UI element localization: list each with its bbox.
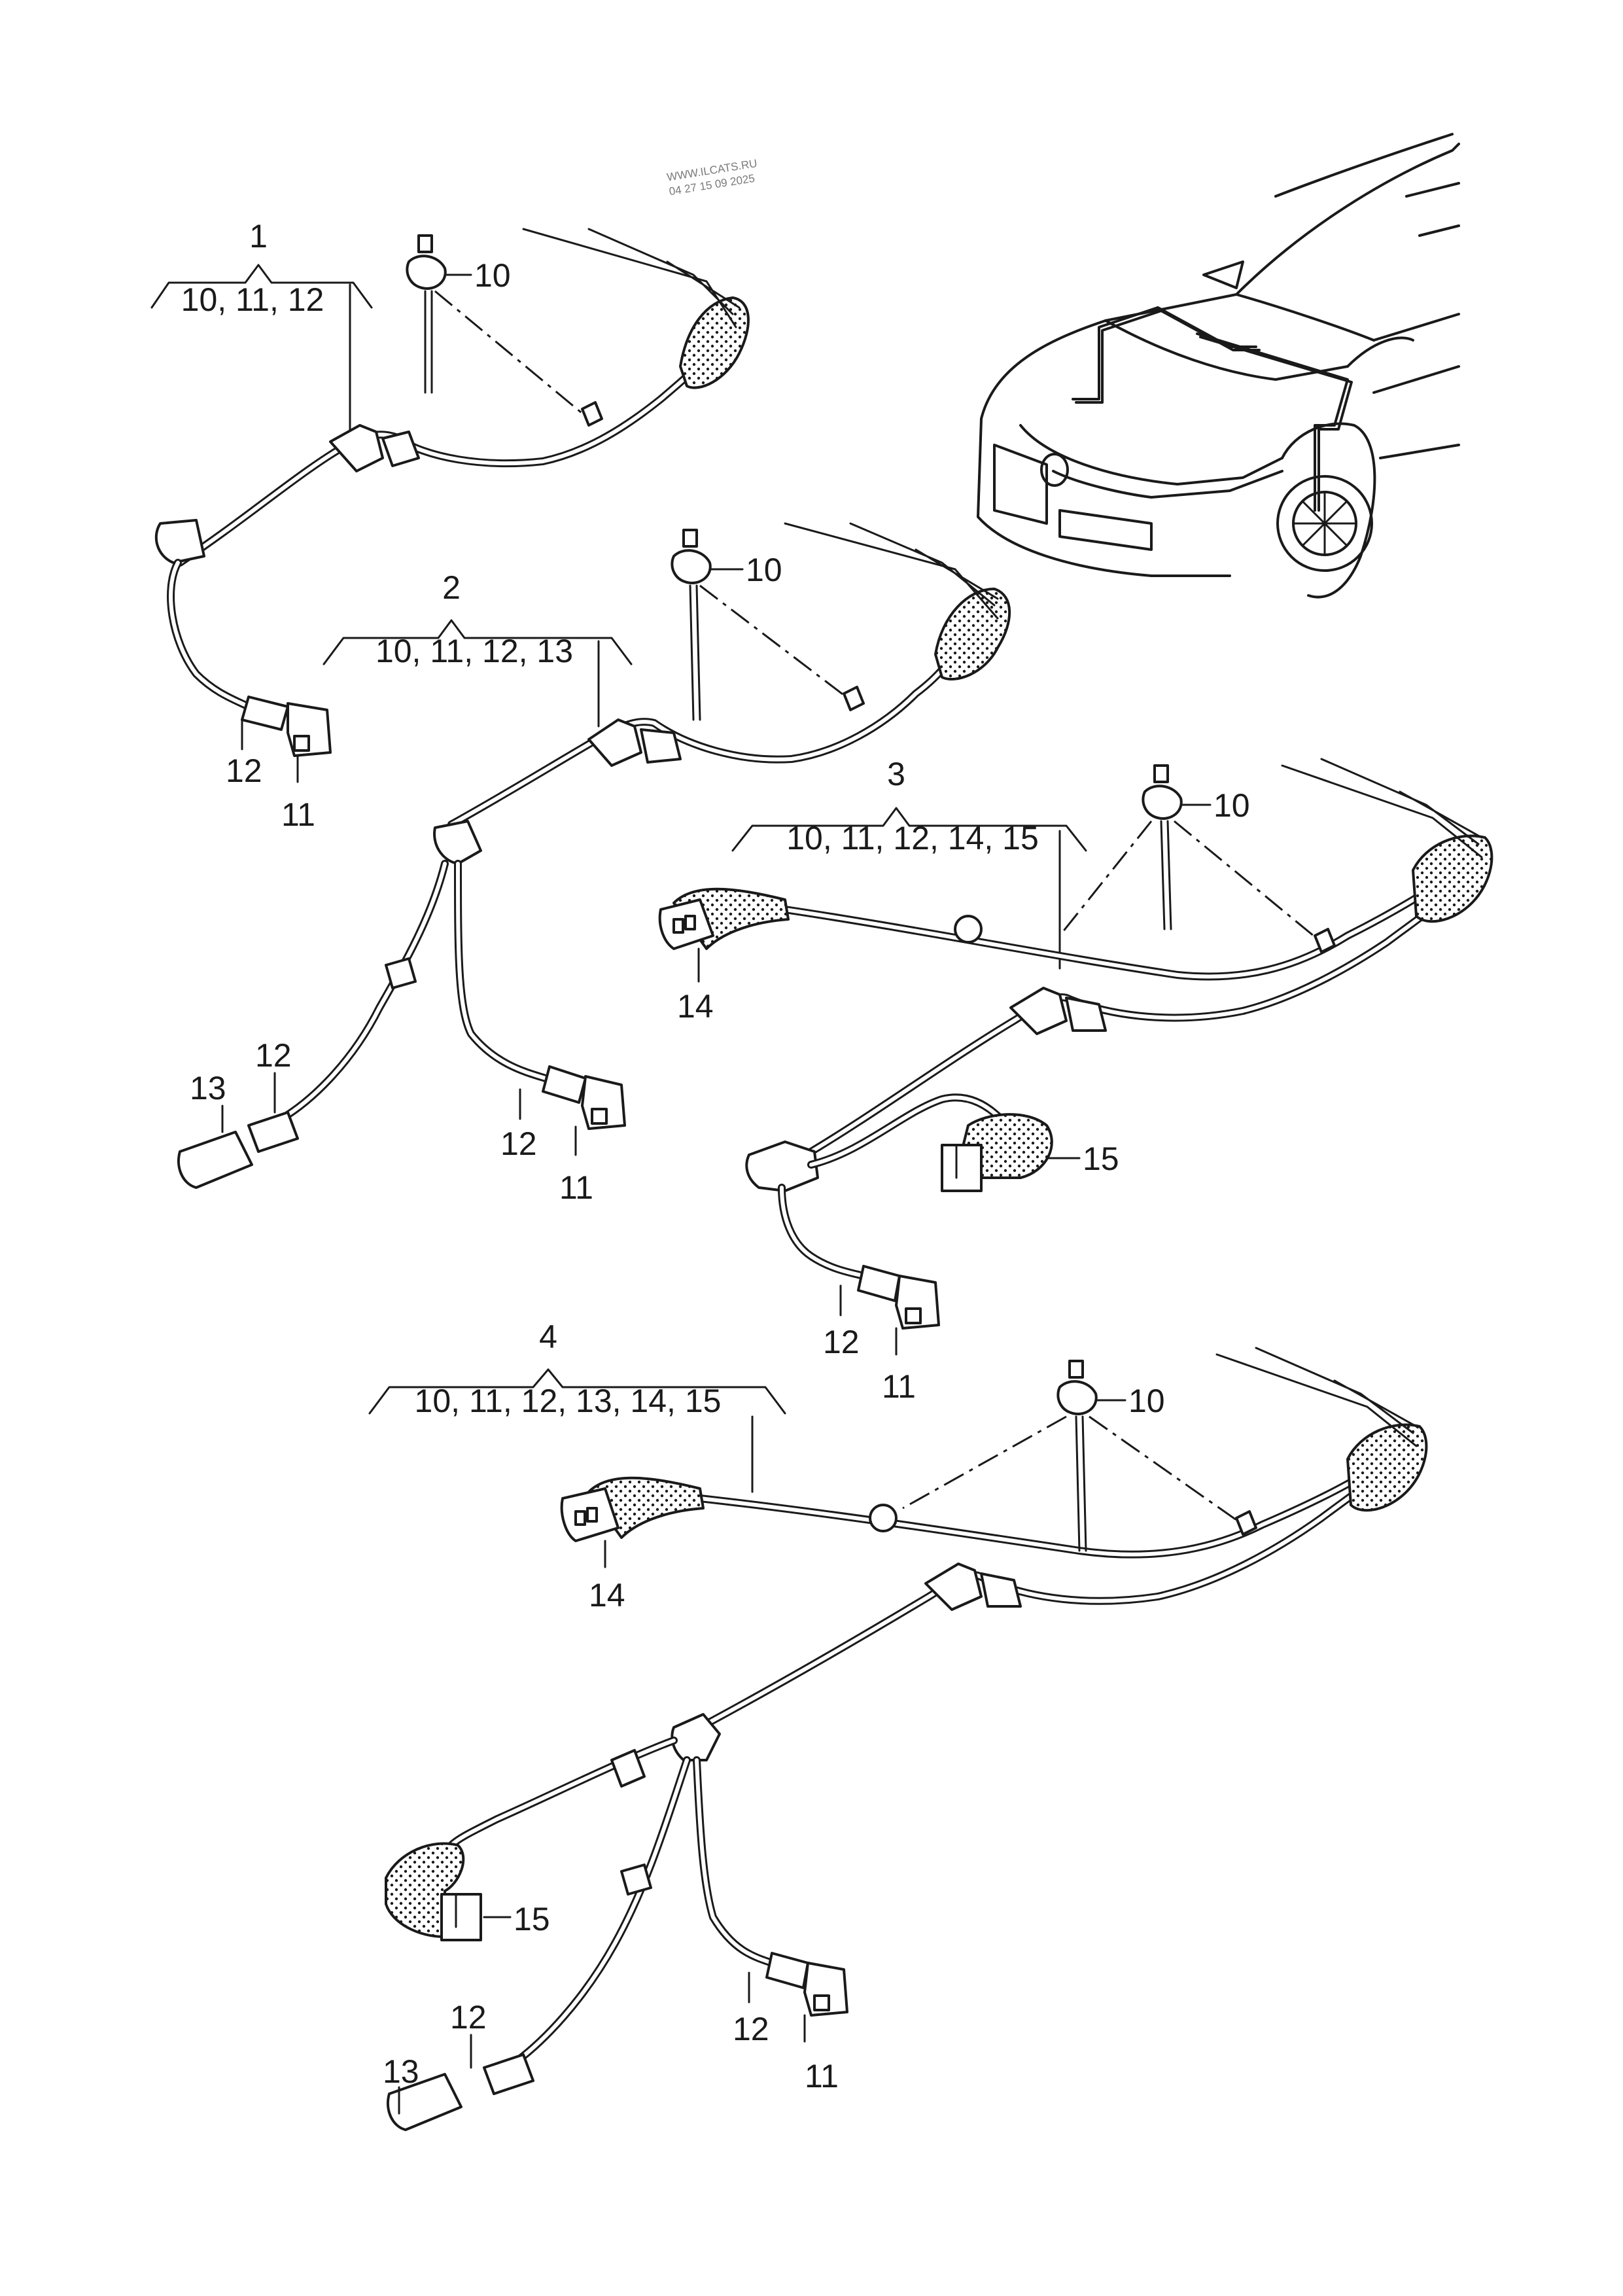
group-3-callout-10: 10	[1213, 787, 1250, 824]
group-1-number: 1	[249, 218, 268, 255]
group-3-callout-15: 15	[1083, 1140, 1119, 1177]
group-4-callout-15: 15	[514, 1901, 550, 1937]
group-1: 1 10, 11, 12 10 12 11	[150, 218, 750, 833]
group-2-junction	[433, 820, 482, 865]
group-3-clip-icon	[1153, 764, 1169, 783]
group-2-bracket	[323, 619, 633, 665]
group-2-callout-13: 13	[190, 1070, 226, 1106]
group-1-callout-12: 12	[226, 752, 262, 789]
group-1-grommet	[679, 296, 750, 389]
group-4-sensor-13	[387, 2073, 462, 2131]
group-3-connector-15	[941, 1144, 983, 1192]
group-4-number: 4	[539, 1318, 557, 1355]
group-4-connector-15	[440, 1893, 482, 1941]
group-4-parts: 10, 11, 12, 13, 14, 15	[415, 1383, 722, 1419]
emblem-icon	[1040, 453, 1069, 487]
watermark: WWW.ILCATS.RU 04 27 15 09 2025	[666, 157, 758, 198]
group-1-callout-10: 10	[474, 257, 511, 294]
group-1-callout-11: 11	[281, 796, 315, 833]
group-1-sleeve	[329, 424, 384, 472]
group-3-callout-14: 14	[677, 988, 714, 1025]
group-2-parts: 10, 11, 12, 13	[375, 633, 573, 669]
group-3-junction	[745, 1140, 819, 1192]
group-3-connector-15-boot	[960, 1113, 1053, 1179]
group-2-callout-12a: 12	[255, 1037, 292, 1074]
group-2: 2 10, 11, 12, 13 10 12 13 12	[177, 522, 1011, 1206]
group-4-grommet	[1346, 1423, 1428, 1512]
group-3: 3 10, 11, 12, 14, 15	[658, 756, 1493, 1405]
group-1-bracket	[150, 264, 373, 309]
group-4-callout-13: 13	[383, 2053, 419, 2090]
group-3-parts: 10, 11, 12, 14, 15	[786, 820, 1039, 857]
group-2-grommet	[934, 588, 1011, 680]
group-1-clip-icon	[417, 234, 433, 253]
group-2-callout-11: 11	[559, 1169, 593, 1206]
group-2-sensor-13	[177, 1131, 253, 1189]
group-3-bracket	[731, 807, 1087, 852]
group-4: 4 10, 11, 12, 13, 14, 15	[368, 1318, 1428, 2131]
group-2-number: 2	[442, 569, 461, 606]
group-3-callout-11: 11	[882, 1368, 916, 1405]
group-4-clip-icon	[1068, 1360, 1084, 1379]
group-1-junction	[154, 519, 205, 564]
group-4-callout-10: 10	[1128, 1383, 1165, 1419]
car-illustration	[977, 133, 1460, 599]
group-4-callout-11: 11	[805, 2058, 839, 2094]
group-4-callout-12a: 12	[450, 1999, 487, 2036]
group-4-junction	[671, 1713, 721, 1761]
group-4-callout-12b: 12	[733, 2011, 769, 2047]
group-4-callout-14: 14	[589, 1577, 625, 1614]
group-2-callout-12b: 12	[500, 1125, 537, 1162]
group-3-callout-12: 12	[823, 1324, 860, 1360]
group-3-grommet	[1412, 834, 1493, 923]
group-2-clip-icon	[682, 529, 698, 548]
group-2-callout-10: 10	[746, 552, 782, 588]
group-1-parts: 10, 11, 12	[181, 281, 324, 318]
group-3-number: 3	[887, 756, 905, 792]
group-4-bracket	[368, 1368, 786, 1415]
